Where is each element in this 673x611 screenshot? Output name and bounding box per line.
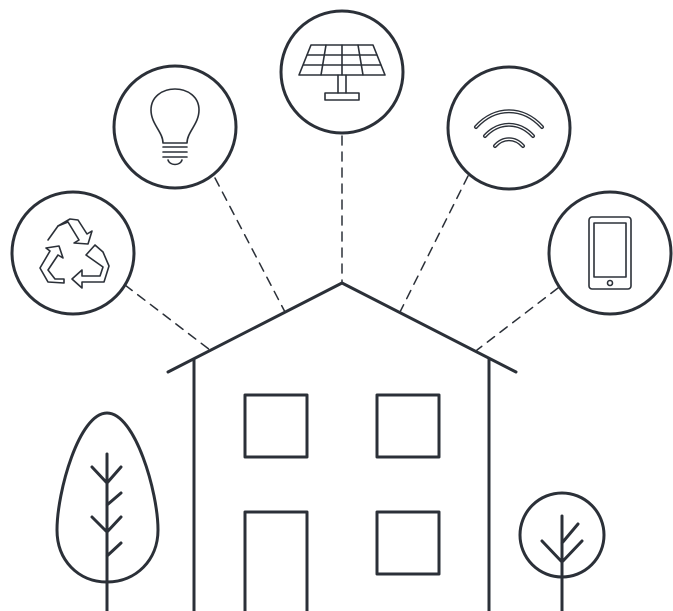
tree-right-branch-upper [560, 522, 580, 545]
light-bulb-icon [150, 88, 200, 166]
connector-bulb [214, 177, 286, 313]
house-window-top-right [375, 393, 441, 459]
connector-tablet [476, 287, 559, 351]
tablet-icon [588, 216, 632, 290]
recycle-icon-circle [10, 190, 136, 316]
house-roof [166, 281, 518, 374]
recycle-icon [39, 218, 110, 289]
solar-panel-icon-circle [279, 9, 405, 135]
solar-panel-icon-group [279, 9, 405, 135]
tree-left-branch-2 [90, 515, 123, 534]
tree-left-branch-1 [90, 465, 123, 485]
house-door [243, 510, 309, 611]
tree-left-branch-4 [105, 541, 123, 558]
tree-left [55, 411, 160, 611]
tree-left-branch-3 [105, 491, 123, 507]
house-window-top-left [243, 393, 309, 459]
connector-lines [124, 135, 559, 351]
tablet-icon-circle [547, 190, 673, 316]
tablet-icon-group [547, 190, 673, 316]
light-bulb-icon-circle [112, 64, 238, 190]
tree-right-branches [540, 539, 584, 564]
connector-wifi [399, 175, 469, 313]
solar-panel-icon [298, 44, 386, 101]
wifi-icon-circle [446, 65, 572, 191]
house [166, 281, 518, 611]
house-window-bottom-right [375, 510, 441, 576]
tree-right [518, 491, 606, 611]
light-bulb-icon-group [112, 64, 238, 190]
wifi-icon [474, 109, 544, 148]
connector-recycle [124, 284, 211, 351]
wifi-icon-group [446, 65, 572, 191]
recycle-icon-group [10, 190, 136, 316]
